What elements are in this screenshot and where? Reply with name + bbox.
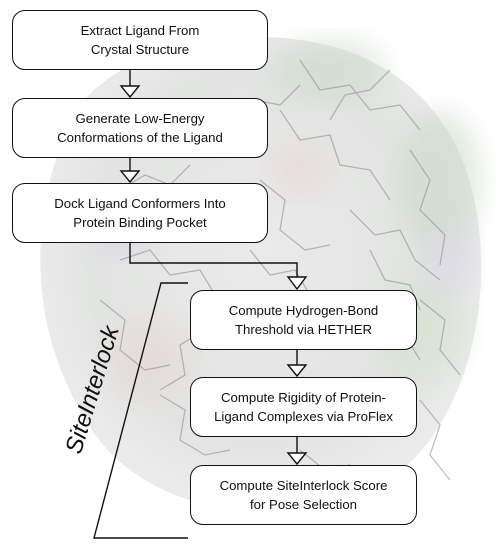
step-dock-conformers: Dock Ligand Conformers Into Protein Bind…: [12, 183, 268, 243]
siteinterlock-bracket: [93, 282, 188, 539]
step-3-line-2: Protein Binding Pocket: [73, 215, 207, 230]
step-2-line-1: Generate Low-Energy: [75, 111, 205, 126]
step-1-line-1: Extract Ligand From: [80, 23, 200, 38]
step-5-line-2: Ligand Complexes via ProFlex: [214, 409, 393, 424]
step-6-line-2: for Pose Selection: [249, 497, 358, 512]
arrowhead-4: [286, 364, 308, 378]
step-5-line-1: Compute Rigidity of Protein-: [221, 390, 386, 405]
step-6-line-1: Compute SiteInterlock Score: [219, 478, 388, 493]
step-1-line-2: Crystal Structure: [90, 42, 190, 57]
step-hydrogen-bond-threshold: Compute Hydrogen-Bond Threshold via HETH…: [190, 290, 417, 350]
arrowhead-1: [119, 85, 141, 99]
connector-line-3: [129, 243, 298, 277]
step-4-line-1: Compute Hydrogen-Bond: [228, 303, 379, 318]
arrowhead-2: [119, 170, 141, 184]
step-siteinterlock-score: Compute SiteInterlock Score for Pose Sel…: [190, 465, 417, 525]
arrowhead-3: [286, 276, 308, 291]
step-compute-rigidity: Compute Rigidity of Protein- Ligand Comp…: [190, 377, 417, 437]
step-4-line-2: Threshold via HETHER: [234, 322, 373, 337]
step-extract-ligand: Extract Ligand From Crystal Structure: [12, 10, 268, 70]
arrowhead-5: [286, 452, 308, 466]
step-2-line-2: Conformations of the Ligand: [57, 130, 223, 145]
step-generate-conformations: Generate Low-Energy Conformations of the…: [12, 98, 268, 158]
step-3-line-1: Dock Ligand Conformers Into: [54, 196, 226, 211]
